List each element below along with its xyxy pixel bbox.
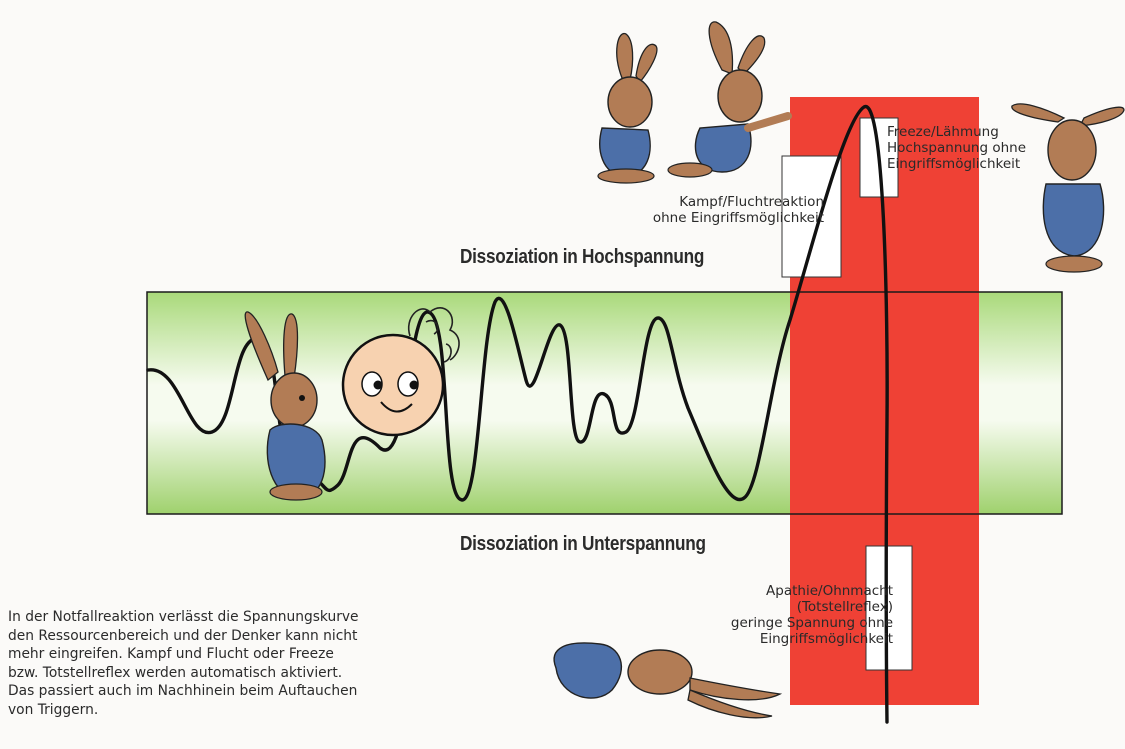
label-line: Freeze/Lähmung [887,124,1026,140]
description-line: den Ressourcenbereich und der Denker kan… [8,627,408,646]
label-line: (Totstellreflex) [705,599,893,615]
label-line: Eingriffsmöglichkeit [705,631,893,647]
rabbit-frozen-icon [1012,104,1124,272]
description-line: bzw. Totstellreflex werden automatisch a… [8,664,408,683]
label-line: ohne Eingriffsmöglichkeit [610,210,824,226]
label-apathy: Apathie/Ohnmacht (Totstellreflex) gering… [705,583,893,647]
label-line: Kampf/Fluchtreaktion [610,194,824,210]
label-freeze: Freeze/Lähmung Hochspannung ohne Eingrif… [887,124,1026,172]
label-line: Apathie/Ohnmacht [705,583,893,599]
rabbit-angry-icon [598,34,657,183]
description-line: Das passiert auch im Nachhinein beim Auf… [8,682,408,701]
heading-unterspannung: Dissoziation in Unterspannung [460,533,706,556]
description-line: In der Notfallreaktion verlässt die Span… [8,608,408,627]
heading-hochspannung: Dissoziation in Hochspannung [460,246,704,269]
label-line: Hochspannung ohne [887,140,1026,156]
description-text: In der Notfallreaktion verlässt die Span… [8,608,408,720]
label-fight-flight: Kampf/Fluchtreaktion ohne Eingriffsmögli… [610,194,824,226]
rabbit-lying-icon [554,643,780,718]
description-line: von Triggern. [8,701,408,720]
description-line: mehr eingreifen. Kampf und Flucht oder F… [8,645,408,664]
rabbit-fleeing-icon [668,22,788,177]
label-line: geringe Spannung ohne [705,615,893,631]
label-line: Eingriffsmöglichkeit [887,156,1026,172]
